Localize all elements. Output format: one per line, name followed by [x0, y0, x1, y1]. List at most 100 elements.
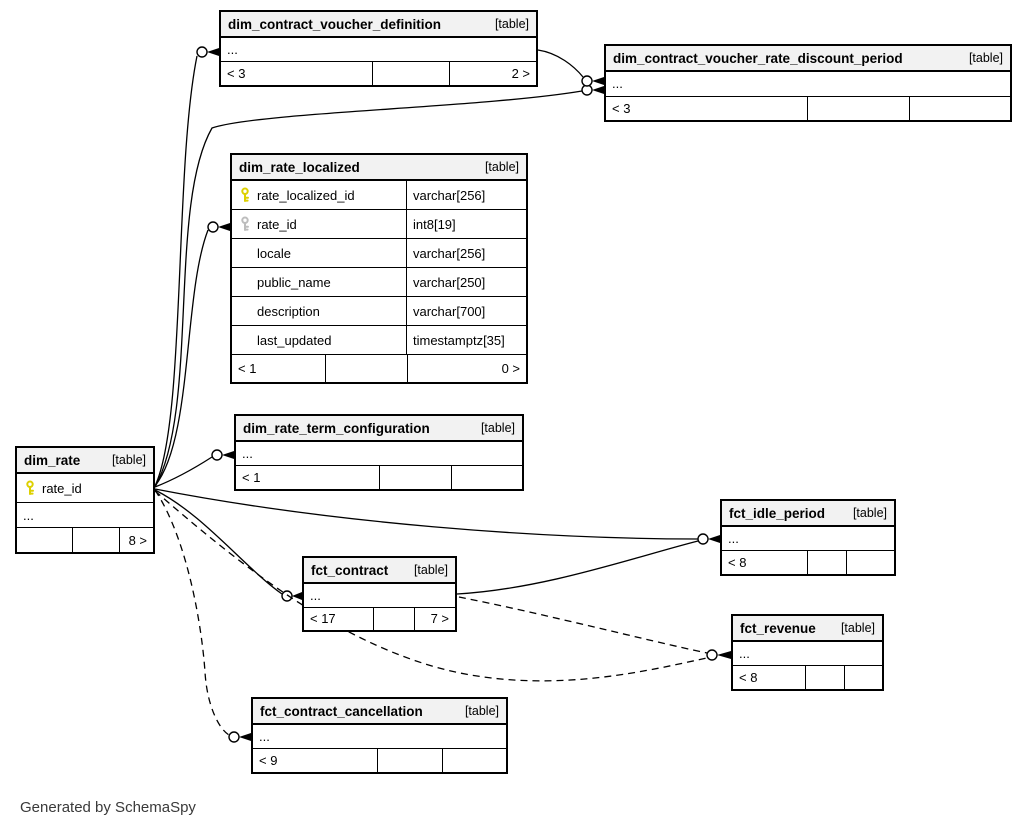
table-footer: < 8 [733, 666, 882, 689]
table-type-label: [table] [968, 51, 1003, 65]
collapsed-columns: ... [304, 584, 455, 608]
footer-spacer [377, 749, 442, 772]
table-fct_contract[interactable]: fct_contract [table] ... < 17 7 > [302, 556, 457, 632]
table-footer: < 8 [722, 551, 894, 574]
table-dim_contract_voucher_definition[interactable]: dim_contract_voucher_definition [table] … [219, 10, 538, 87]
column-type: int8[19] [406, 210, 526, 238]
column-name: locale [257, 245, 291, 261]
primary-key-icon [238, 187, 252, 203]
column-type: varchar[700] [406, 297, 526, 325]
table-type-label: [table] [494, 17, 529, 31]
parents-count: 2 > [449, 62, 536, 85]
edge-fct_contract-fct_idle_period [456, 540, 699, 595]
edge-dim_rate-fct_contract_cancellation [154, 489, 251, 743]
collapsed-columns: ... [17, 503, 153, 528]
table-name: fct_revenue [740, 620, 816, 636]
footer-spacer [805, 666, 844, 689]
parents-count [844, 666, 882, 689]
table-name: dim_rate_term_configuration [243, 420, 430, 436]
table-type-label: [table] [464, 704, 499, 718]
edge-dim_rate-fct_idle_period [154, 488, 720, 545]
table-fct_idle_period[interactable]: fct_idle_period [table] ... < 8 [720, 499, 896, 576]
table-type-label: [table] [480, 421, 515, 435]
column-type: varchar[256] [406, 181, 526, 209]
table-dim_contract_voucher_rate_discount_period[interactable]: dim_contract_voucher_rate_discount_perio… [604, 44, 1012, 122]
table-footer: 8 > [17, 528, 153, 552]
table-row: rate_localized_id varchar[256] [232, 181, 526, 210]
table-footer: < 1 0 > [232, 355, 526, 382]
table-footer: < 3 [606, 96, 1010, 120]
table-footer: < 1 [236, 466, 522, 489]
edge-dim_rate-dim_contract_voucher_definition [154, 46, 219, 487]
table-header[interactable]: dim_rate [table] [17, 448, 153, 474]
table-name: fct_contract [311, 562, 389, 578]
table-row: rate_id [17, 474, 153, 503]
table-footer: < 3 2 > [221, 62, 536, 85]
children-count: < 8 [739, 670, 758, 685]
footer-spacer [807, 96, 909, 120]
table-name: dim_rate_localized [239, 159, 360, 175]
column-type: timestamptz[35] [406, 326, 526, 354]
edge-dim_rate-fct_revenue [154, 490, 708, 682]
children-count [17, 528, 72, 552]
parents-count [451, 466, 522, 489]
collapsed-columns: ... [253, 725, 506, 749]
table-header[interactable]: dim_contract_voucher_rate_discount_perio… [606, 46, 1010, 72]
table-header[interactable]: fct_contract_cancellation [table] [253, 699, 506, 725]
children-count: < 8 [728, 555, 747, 570]
collapsed-columns: ... [221, 38, 536, 62]
table-dim_rate_term_configuration[interactable]: dim_rate_term_configuration [table] ... … [234, 414, 524, 491]
children-count: < 3 [227, 66, 246, 81]
collapsed-columns: ... [606, 72, 1010, 97]
footer-spacer [807, 551, 846, 574]
parents-count [909, 96, 1010, 120]
table-header[interactable]: dim_rate_localized [table] [232, 155, 526, 181]
table-dim_rate_localized[interactable]: dim_rate_localized [table] rate_localize… [230, 153, 528, 384]
table-type-label: [table] [852, 506, 887, 520]
children-count: < 17 [310, 611, 336, 627]
table-header[interactable]: fct_idle_period [table] [722, 501, 894, 527]
edge-dim_rate-fct_contract [154, 489, 302, 602]
table-type-label: [table] [111, 453, 146, 467]
primary-key-icon [23, 480, 37, 496]
table-dim_rate[interactable]: dim_rate [table] rate_id ... 8 > [15, 446, 155, 554]
footer-spacer [325, 355, 407, 382]
foreign-key-icon [238, 216, 252, 232]
collapsed-columns: ... [722, 527, 894, 551]
table-row: description varchar[700] [232, 297, 526, 326]
table-row: last_updated timestamptz[35] [232, 326, 526, 355]
table-name: dim_rate [24, 452, 81, 468]
column-name: last_updated [257, 332, 332, 348]
parents-count: 0 > [407, 355, 526, 382]
table-fct_revenue[interactable]: fct_revenue [table] ... < 8 [731, 614, 884, 691]
column-name: rate_id [257, 216, 297, 232]
edge-fct_contract-fct_revenue [458, 596, 731, 661]
table-header[interactable]: fct_revenue [table] [733, 616, 882, 642]
children-count: < 3 [612, 100, 631, 116]
parents-count [442, 749, 506, 772]
column-name: description [257, 303, 320, 319]
column-type: varchar[250] [406, 268, 526, 296]
generator-note: Generated by SchemaSpy [20, 799, 196, 816]
edge-dim_rate-dim_rate_localized [154, 221, 230, 487]
table-row: public_name varchar[250] [232, 268, 526, 297]
edge-dim_rate-dim_rate_term_configuration [154, 449, 234, 488]
table-row: locale varchar[256] [232, 239, 526, 268]
table-fct_contract_cancellation[interactable]: fct_contract_cancellation [table] ... < … [251, 697, 508, 774]
collapsed-columns: ... [733, 642, 882, 666]
table-type-label: [table] [484, 160, 519, 174]
footer-spacer [372, 62, 449, 85]
table-type-label: [table] [840, 621, 875, 635]
table-name: fct_idle_period [729, 505, 826, 521]
table-name: dim_contract_voucher_rate_discount_perio… [613, 50, 903, 66]
table-footer: < 9 [253, 749, 506, 772]
table-header[interactable]: fct_contract [table] [304, 558, 455, 584]
collapsed-columns: ... [236, 442, 522, 466]
column-type: varchar[256] [406, 239, 526, 267]
table-row: rate_id int8[19] [232, 210, 526, 239]
parents-count: 7 > [414, 607, 455, 630]
table-header[interactable]: dim_rate_term_configuration [table] [236, 416, 522, 442]
table-header[interactable]: dim_contract_voucher_definition [table] [221, 12, 536, 38]
